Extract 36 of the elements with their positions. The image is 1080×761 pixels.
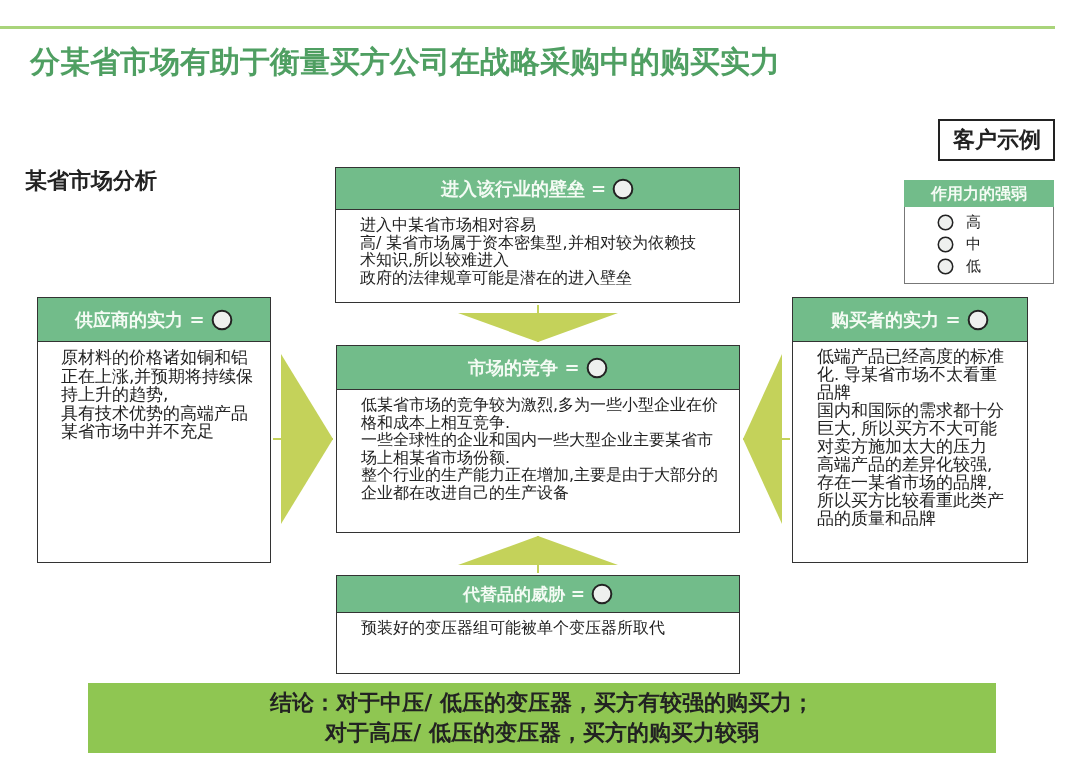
force-box xyxy=(37,297,271,563)
body-text: 进入中某省市场相对容易 xyxy=(360,216,537,234)
chevron-arrow xyxy=(458,535,618,574)
chevron-arrow xyxy=(272,354,334,524)
conclusion-banner xyxy=(88,683,996,753)
legend-text: 中 xyxy=(966,235,981,254)
body-text: 原材料的价格诸如铜和铝正在上涨,并预期将持续保持上升的趋势, xyxy=(61,348,255,404)
conclusion-text: 结论：对于中压/ 低压的变压器，买方有较强的购买力； xyxy=(270,689,814,717)
body-text: 预装好的变压器组可能被单个变压器所取代 xyxy=(361,619,666,637)
body-text: 国内和国际的需求都十分巨大, 所以买方不大可能对卖方施加太大的压力 xyxy=(817,402,1005,456)
body-text: 政府的法律规章可能是潜在的进入壁垒 xyxy=(360,268,633,286)
body-text: 高/ 某省市场属于资本密集型,并相对较为依赖技术知识,所以较难进入 xyxy=(360,233,697,269)
body-text: 整个行业的生产能力正在增加,主要是由于大部分的企业都在改进自己的生产设备 xyxy=(361,466,720,501)
body-text: 具有技术优势的高端产品某省市场中并不充足 xyxy=(61,403,249,441)
legend-text: 高 xyxy=(966,213,981,232)
section-heading: 某省市场分析 xyxy=(25,167,157,195)
chevron-arrow xyxy=(742,354,791,524)
body-text: 一些全球性的企业和国内一些大型企业主要某省市场上相某省市场份额. xyxy=(361,431,714,466)
slide-title: 分某省市场有助于衡量买方公司在战略采购中的购买实力 xyxy=(30,43,780,81)
legend-header: 作用力的强弱 xyxy=(904,180,1054,208)
conclusion-text: 对于高压/ 低压的变压器，买方的购买力较弱 xyxy=(325,719,759,747)
header-title: 供应商的实力 = xyxy=(75,307,205,332)
header-title: 进入该行业的壁垒 = xyxy=(440,176,607,201)
force-box xyxy=(336,345,740,533)
force-box xyxy=(335,167,740,303)
body-text: 高端产品的差异化较强, 存在一某省市场的品牌, 所以买方比较看重此类产品的质量和品牌 xyxy=(817,456,1005,528)
body-text: 低端产品已经高度的标准化. 导某省市场不太看重品牌 xyxy=(817,348,1005,402)
header-title: 购买者的实力 = xyxy=(831,307,961,332)
legend-text: 低 xyxy=(966,257,981,276)
body-text: 低某省市场的竞争较为激烈,多为一些小型企业在价格和成本上相互竞争. xyxy=(361,396,720,431)
force-box xyxy=(792,297,1028,563)
chevron-arrow xyxy=(458,304,618,343)
example-tag: 客户示例 xyxy=(938,119,1055,161)
header-title: 市场的竞争 = xyxy=(468,355,580,380)
force-box xyxy=(336,575,740,674)
header-title: 代替品的威胁 = xyxy=(462,582,586,606)
